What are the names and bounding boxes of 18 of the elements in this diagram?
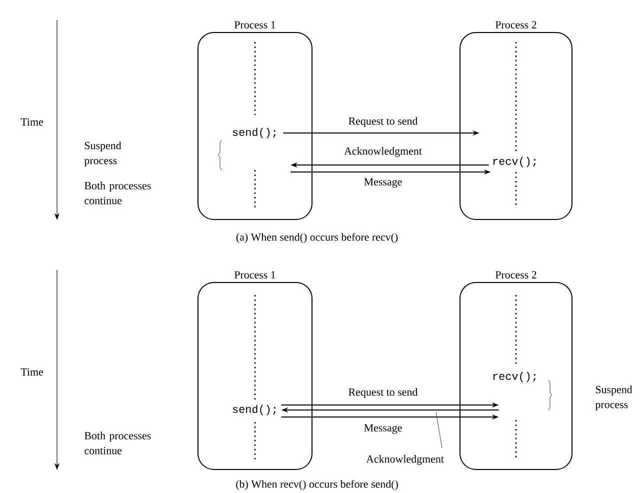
caption: (b) When recv() occurs before send() — [236, 480, 398, 490]
note: Both processes continue — [84, 182, 151, 204]
code-text: recv(); — [493, 372, 536, 382]
caption: (a) When send() occurs before recv() — [236, 232, 398, 244]
edge-label: Request to send — [347, 387, 419, 399]
note: Suspend process — [84, 142, 122, 166]
edge-label: Acknowledgment — [365, 454, 445, 466]
code-text: recv(); — [493, 156, 536, 168]
time-label: Time — [20, 118, 43, 126]
edge-label: Acknowledgment — [343, 146, 423, 158]
note: Both processes continue — [84, 432, 151, 454]
code-text: send(); — [232, 128, 276, 138]
note: Suspend process — [595, 386, 632, 410]
code-text: send(); — [232, 404, 276, 416]
edge-label: Message — [362, 177, 404, 189]
edge-label: Request to send — [347, 116, 419, 128]
time-label: Time — [20, 368, 43, 376]
edge-label: Message — [362, 423, 404, 435]
